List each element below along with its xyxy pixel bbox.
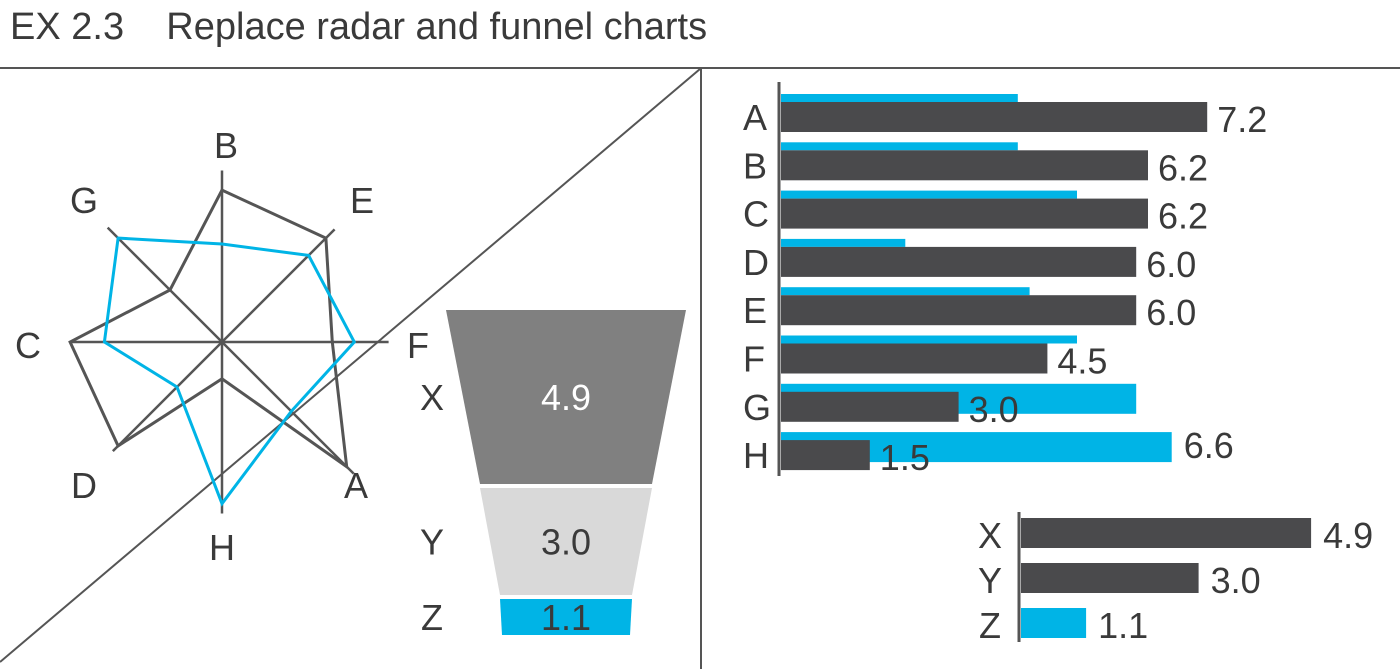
funnel-label-y: Y [420,522,444,563]
funnel-label-z: Z [421,597,443,638]
bar-category-a: A [743,97,767,138]
bar-dark-f [781,343,1048,374]
bar-category-c: C [743,194,769,235]
radar-axis-a [221,341,355,475]
radar-axis-d [111,341,223,453]
bar-dark-e [781,295,1137,326]
bar-value-g: 3.0 [969,389,1019,430]
bar2-x [1021,518,1312,548]
funnel-segment-x [446,310,686,484]
funnel-segment-z [500,599,632,635]
bar-category-h: H [743,435,769,476]
bar2-z [1021,608,1087,638]
page-title: EX 2.3 Replace radar and funnel charts [10,6,708,48]
bar-blue-a [781,94,1018,102]
radar-axis-e [221,228,336,343]
bar-blue-b [781,142,1018,151]
radar-axis-label-h: H [209,527,235,568]
bar-dark-c [781,198,1148,229]
diagonal-divider [0,68,701,663]
bar2-category-z: Z [979,605,1001,646]
bar-dark-h [781,440,870,471]
funnel-value-z: 1.1 [541,597,591,638]
bar-value-f: 4.5 [1057,341,1107,382]
bar-blue-value-h: 6.6 [1184,425,1234,466]
radar-series-2 [102,236,357,507]
bar-blue-e [781,287,1030,296]
bar-category-g: G [743,387,771,428]
bar-dark-g [781,391,959,422]
bar-value-a: 7.2 [1217,99,1267,140]
bar2-value-z: 1.1 [1098,605,1148,646]
bar-category-d: D [743,242,769,283]
bar2-value-y: 3.0 [1211,560,1261,601]
bar-value-b: 6.2 [1158,147,1208,188]
bar-category-f: F [743,339,765,380]
bar-value-d: 6.0 [1146,244,1196,285]
bar-value-e: 6.0 [1146,292,1196,333]
bar-dark-d [781,246,1137,277]
radar-axis-g [106,226,223,343]
bar-value-c: 6.2 [1158,196,1208,237]
radar-axis-label-d: D [71,465,97,506]
bar-category-e: E [743,290,767,331]
radar-axis-label-b: B [214,125,238,166]
bar2-value-x: 4.9 [1323,515,1373,556]
funnel-value-y: 3.0 [541,522,591,563]
bar2-category-y: Y [978,560,1002,601]
bar-value-h: 1.5 [880,437,930,478]
funnel-value-x: 4.9 [541,377,591,418]
bar-dark-a [781,102,1208,132]
radar-axis-label-c: C [15,325,41,366]
bar2-y [1021,563,1199,593]
funnel-label-x: X [420,377,444,418]
radar-axis-label-g: G [70,180,98,221]
bar-category-b: B [743,145,767,186]
bar-blue-c [781,190,1077,199]
radar-axis-label-e: E [350,180,374,221]
bar-dark-b [781,150,1148,181]
funnel-segment-y [480,488,652,595]
bar-blue-f [781,335,1077,344]
bar-blue-d [781,238,906,247]
radar-axis-label-f: F [407,325,429,366]
radar-axis-label-a: A [344,465,368,506]
radar-series-1 [68,188,349,470]
bar2-category-x: X [978,515,1002,556]
